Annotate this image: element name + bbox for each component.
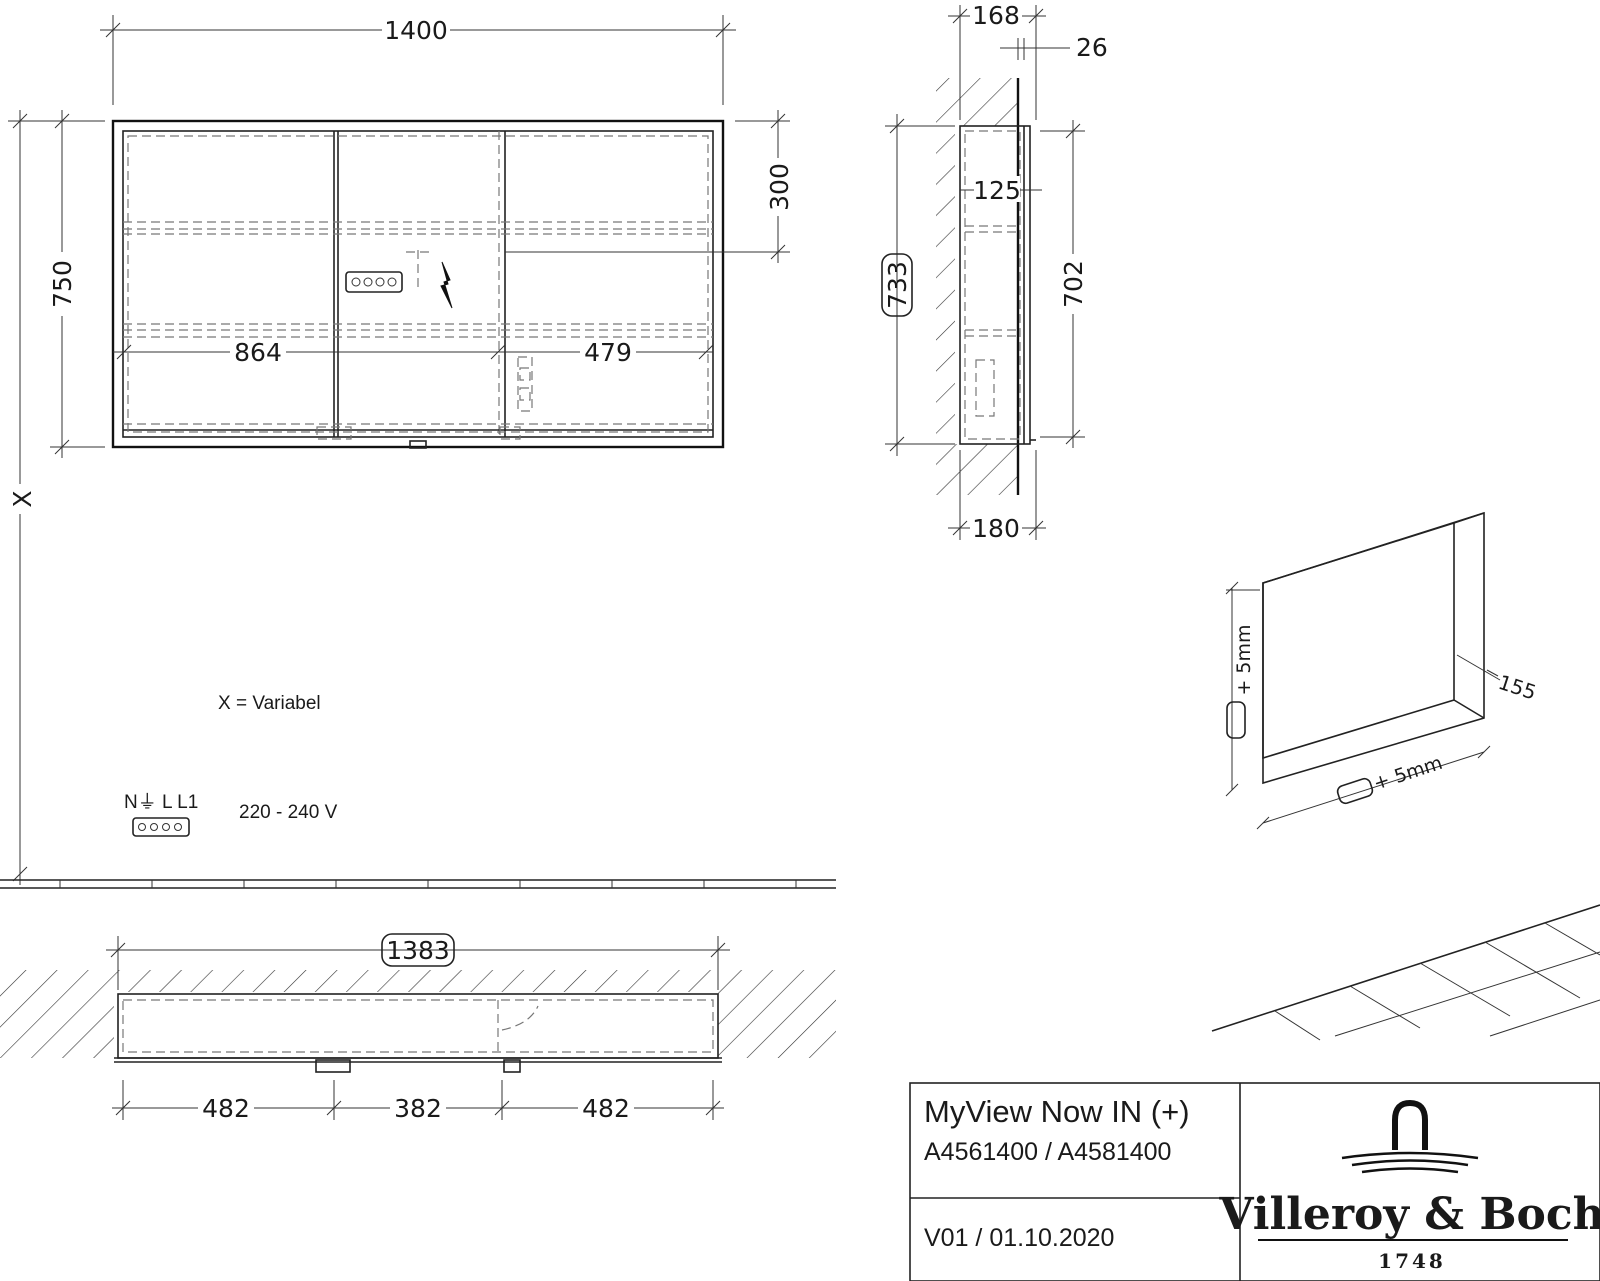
- terminal-block: [345, 271, 403, 293]
- door-handle-right: [499, 426, 521, 440]
- tolerance-vertical: + 5mm: [1233, 624, 1255, 695]
- brand-name: Villeroy & Boch: [1218, 1189, 1600, 1240]
- dim-left-door: 482: [202, 1094, 250, 1123]
- dim-height: 750: [48, 260, 77, 308]
- plan-view: 1383 482 382 482: [0, 933, 836, 1123]
- cabinet-outer-frame: [111, 119, 725, 449]
- niche-iso-view: 155 + 5mm + 5mm: [1225, 511, 1539, 830]
- dim-front-height: 702: [1059, 260, 1088, 308]
- door-handle-left: [316, 426, 352, 440]
- cabinet-section: [959, 125, 1031, 445]
- dim-niche-width: 1383: [386, 936, 450, 965]
- terminal-block-symbol: [132, 817, 190, 837]
- dim-variable-x: X: [8, 490, 37, 507]
- version-date: V01 / 01.10.2020: [924, 1224, 1114, 1252]
- electrical-hazard-icon: [440, 261, 453, 309]
- dim-niche-depth: 155: [1495, 670, 1539, 705]
- tolerance-marker-horizontal: [1336, 777, 1374, 805]
- floor-tiles: [0, 879, 836, 889]
- cabinet-inner-frame: [122, 130, 714, 438]
- dim-middle-door: 382: [394, 1094, 442, 1123]
- dim-right-door: 482: [582, 1094, 630, 1123]
- front-view: 1400 750 300 864 479 X: [8, 15, 794, 885]
- variable-note: X = Variabel: [218, 693, 321, 714]
- dim-bottom-depth: 180: [972, 514, 1020, 543]
- dim-front-thickness: 26: [1076, 33, 1108, 62]
- voltage-label: 220 - 240 V: [239, 802, 338, 823]
- tolerance-marker-vertical: [1226, 701, 1246, 739]
- tolerance-horizontal: + 5mm: [1371, 752, 1445, 795]
- dim-top-offset: 300: [765, 163, 794, 211]
- side-view: 168 26 125 733 702 180: [881, 1, 1108, 543]
- dim-width: 1400: [384, 16, 448, 45]
- title-block: MyView Now IN (+) A4561400 / A4581400 V0…: [909, 1082, 1600, 1281]
- brand-logo: Villeroy & Boch 1748: [1218, 1099, 1600, 1273]
- dim-depth-total: 168: [972, 1, 1020, 30]
- article-numbers: A4561400 / A4581400: [924, 1138, 1171, 1166]
- fountain-icon: [1392, 1099, 1428, 1150]
- dim-shelf-depth: 125: [973, 176, 1021, 205]
- dim-left-section: 864: [234, 338, 282, 367]
- socket-box: [517, 356, 533, 412]
- terminal-labels: N⏚ L L1: [124, 792, 198, 813]
- product-name: MyView Now IN (+): [924, 1094, 1190, 1129]
- dim-right-section: 479: [584, 338, 632, 367]
- floor-perspective: [1211, 904, 1600, 1041]
- dim-inner-height: 733: [883, 261, 912, 309]
- brand-year: 1748: [1378, 1249, 1446, 1273]
